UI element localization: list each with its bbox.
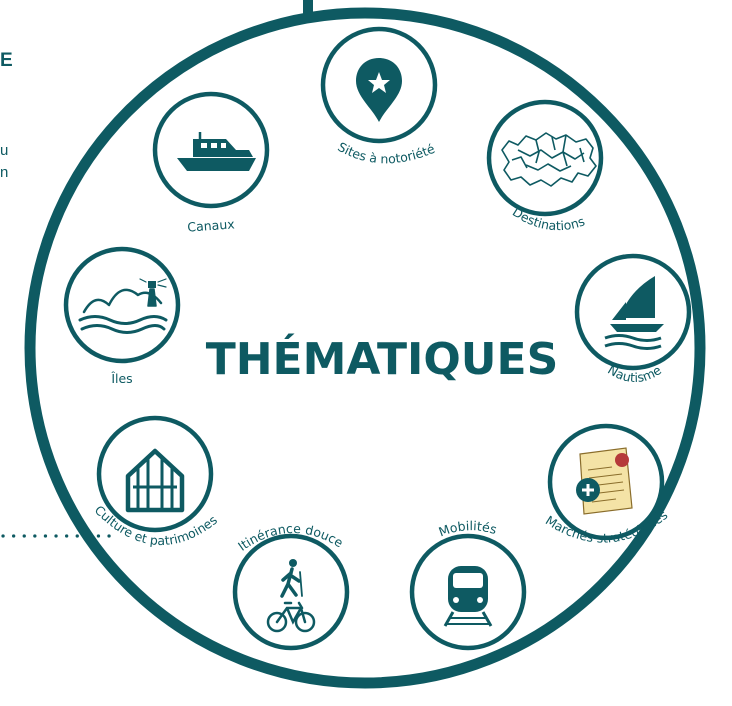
item-nautisme[interactable]: Nautisme (574, 253, 692, 385)
item-destinations[interactable]: Destinations (486, 99, 604, 233)
sailboat-icon (604, 276, 664, 350)
item-mobilites[interactable]: Mobilités (409, 518, 527, 651)
train-icon (443, 566, 493, 627)
island-lighthouse-icon (78, 278, 168, 334)
main-circle (24, 7, 706, 689)
item-marches-strategiques[interactable]: Marchés stratégiques (543, 423, 670, 546)
item-label-canaux: Canaux (187, 216, 235, 234)
item-sites-notoriete[interactable]: Sites à notoriété (320, 26, 438, 166)
side-text-fragment: u (0, 142, 9, 159)
item-canaux[interactable]: Canaux (152, 91, 270, 235)
item-culture-patrimoines[interactable]: Culture et patrimoines (92, 415, 220, 548)
item-iles[interactable]: Îles (63, 246, 181, 386)
canal-boat-icon (177, 132, 256, 171)
item-label-iles: Îles (110, 371, 132, 386)
map-pin-star-icon (356, 58, 402, 122)
top-connector (303, 0, 313, 14)
item-label-nautisme: Nautisme (605, 362, 664, 385)
brittany-map-icon (501, 132, 597, 187)
side-heading-fragment: E (0, 50, 13, 71)
item-label-mobilites: Mobilités (436, 518, 498, 539)
item-itinerance-douce[interactable]: Itinérance douce (232, 521, 350, 651)
heritage-building-icon (125, 448, 185, 513)
item-label-sites: Sites à notoriété (335, 139, 437, 166)
hiker-bike-icon (266, 559, 316, 633)
certificate-plus-icon (576, 447, 633, 515)
diagram-title: THÉMATIQUES (206, 332, 559, 385)
side-text-fragment: n (0, 164, 9, 181)
